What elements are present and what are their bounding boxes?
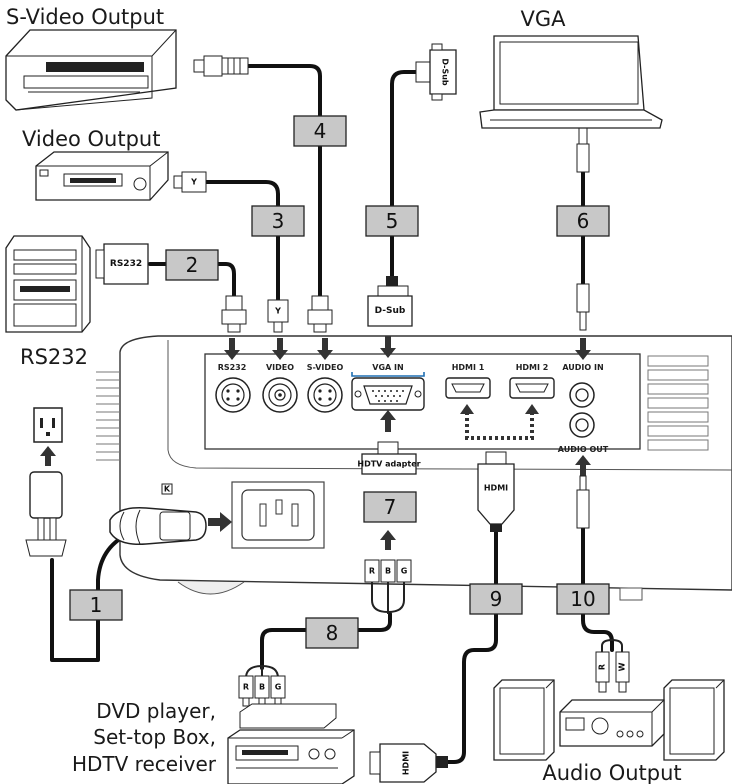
- video-port-icon: [262, 377, 298, 413]
- rgb-lower-plug-icon: R B G: [238, 664, 286, 707]
- speaker-right-icon: [663, 679, 725, 761]
- port-label-video: VIDEO: [266, 363, 294, 372]
- svg-text:K: K: [164, 485, 171, 494]
- cable-number-6: 6: [556, 205, 610, 237]
- rs232-port-icon: [215, 377, 251, 413]
- svg-text:6: 6: [577, 209, 590, 233]
- port-label-svideo: S-VIDEO: [307, 363, 344, 372]
- caption-dvd-line2: Set-top Box,: [93, 725, 216, 749]
- svg-text:R: R: [598, 664, 607, 670]
- video-lower-plug-icon: Y: [267, 299, 289, 333]
- cable-number-8: 8: [305, 617, 359, 649]
- cable-number-2: 2: [165, 249, 219, 281]
- connectors: Y RS232 Y D-Sub: [25, 43, 630, 783]
- svg-text:10: 10: [570, 587, 595, 611]
- power-plug-icon: [109, 507, 232, 545]
- cable-number-7: 7: [363, 491, 417, 523]
- hdmi-bottom-plug-icon: HDMI: [369, 743, 448, 783]
- audio-rw-plug-icon: R W: [595, 638, 630, 693]
- hdtv-adapter-icon: HDTV adapter: [357, 441, 421, 475]
- port-label-hdmi2: HDMI 2: [516, 363, 549, 372]
- svg-text:2: 2: [186, 253, 199, 277]
- svg-text:HDMI: HDMI: [402, 751, 411, 775]
- svideo-port-icon: [307, 377, 343, 413]
- rs232-plug-icon: RS232: [95, 243, 149, 285]
- dvd-player-device-icon: [227, 703, 355, 784]
- svg-text:G: G: [401, 567, 408, 576]
- svideo-plug-top-icon: [193, 55, 249, 77]
- rs232-lower-plug-icon: [221, 295, 247, 333]
- caption-audio-output: Audio Output: [542, 761, 681, 784]
- svg-text:D-Sub: D-Sub: [441, 58, 450, 86]
- devices: [5, 29, 725, 784]
- svg-text:W: W: [618, 662, 627, 671]
- svg-text:RS232: RS232: [110, 259, 142, 269]
- kensington-lock-icon: K: [161, 483, 173, 495]
- captions: S-Video Output Video Output RS232 VGA DV…: [6, 5, 682, 784]
- pc-tower-device-icon: [5, 235, 91, 333]
- caption-dvd-line1: DVD player,: [96, 699, 216, 723]
- cable-number-3: 3: [251, 205, 305, 237]
- cable-number-1: 1: [69, 589, 123, 621]
- svg-text:5: 5: [386, 209, 399, 233]
- svg-text:B: B: [385, 567, 391, 576]
- svg-text:D-Sub: D-Sub: [375, 306, 406, 316]
- port-label-hdmi1: HDMI 1: [452, 363, 485, 372]
- rgb-upper-plug-icon: R B G: [364, 559, 412, 614]
- svg-text:1: 1: [90, 593, 103, 617]
- cable-number-4: 4: [293, 115, 347, 147]
- svg-text:7: 7: [384, 495, 397, 519]
- cable-number-5: 5: [365, 205, 419, 237]
- dsub-top-plug-icon: D-Sub: [415, 43, 457, 101]
- laptop-device-icon: [479, 35, 663, 129]
- port-label-audio-in: AUDIO IN: [562, 363, 603, 372]
- svg-text:G: G: [275, 683, 282, 692]
- caption-rs232: RS232: [20, 345, 88, 369]
- audio-out-port-icon: [569, 412, 595, 438]
- hdmi1-port-icon: [445, 377, 491, 399]
- cable-number-10: 10: [556, 583, 610, 615]
- svg-text:R: R: [369, 567, 375, 576]
- hdmi2-port-icon: [509, 377, 555, 399]
- svg-text:HDTV adapter: HDTV adapter: [357, 460, 420, 469]
- svg-text:R: R: [243, 683, 249, 692]
- audio-out-plug-icon: [576, 475, 590, 529]
- cable-number-9: 9: [469, 583, 523, 615]
- video-plug-top-icon: Y: [173, 171, 207, 193]
- audio-in-port-icon: [569, 382, 595, 408]
- port-label-vga-in: VGA IN: [372, 363, 403, 372]
- dsub-bottom-plug-icon: D-Sub: [367, 276, 413, 327]
- port-arrows: [224, 336, 591, 550]
- vga-port-icon: [351, 372, 425, 411]
- hdmi-plug-icon: HDMI: [477, 451, 515, 532]
- port-label-rs232: RS232: [218, 363, 247, 372]
- audio-in-plug-lower-icon: [576, 283, 590, 331]
- svg-text:9: 9: [490, 587, 503, 611]
- svg-text:HDMI: HDMI: [484, 484, 508, 493]
- caption-video-output: Video Output: [22, 127, 160, 151]
- caption-dvd-line3: HDTV receiver: [72, 752, 217, 776]
- video-deck-device-icon: [35, 151, 169, 201]
- svg-text:3: 3: [272, 209, 285, 233]
- wall-outlet-icon: [33, 407, 63, 466]
- svg-text:8: 8: [326, 621, 339, 645]
- svg-text:Y: Y: [190, 178, 197, 187]
- audio-in-plug-top-icon: [576, 123, 590, 173]
- wall-plug-icon: [25, 471, 67, 557]
- caption-vga: VGA: [520, 7, 566, 31]
- svideo-lower-plug-icon: [307, 295, 333, 333]
- amplifier-device-icon: [559, 699, 665, 747]
- port-label-audio-out: AUDIO OUT: [558, 445, 609, 454]
- svideo-vcr-device-icon: [5, 29, 177, 111]
- hdmi-port-selector: [460, 404, 539, 440]
- cable-number-labels: 1 2 3 4 5 6 7 8 9 10: [69, 115, 610, 649]
- svg-text:B: B: [259, 683, 265, 692]
- svg-text:Y: Y: [274, 307, 281, 316]
- svg-text:4: 4: [314, 119, 327, 143]
- caption-svideo-output: S-Video Output: [6, 5, 164, 29]
- speaker-left-icon: [493, 679, 555, 761]
- io-panel: RS232 VIDEO S-VIDEO VGA IN HDMI 1 HDMI 2…: [204, 336, 641, 550]
